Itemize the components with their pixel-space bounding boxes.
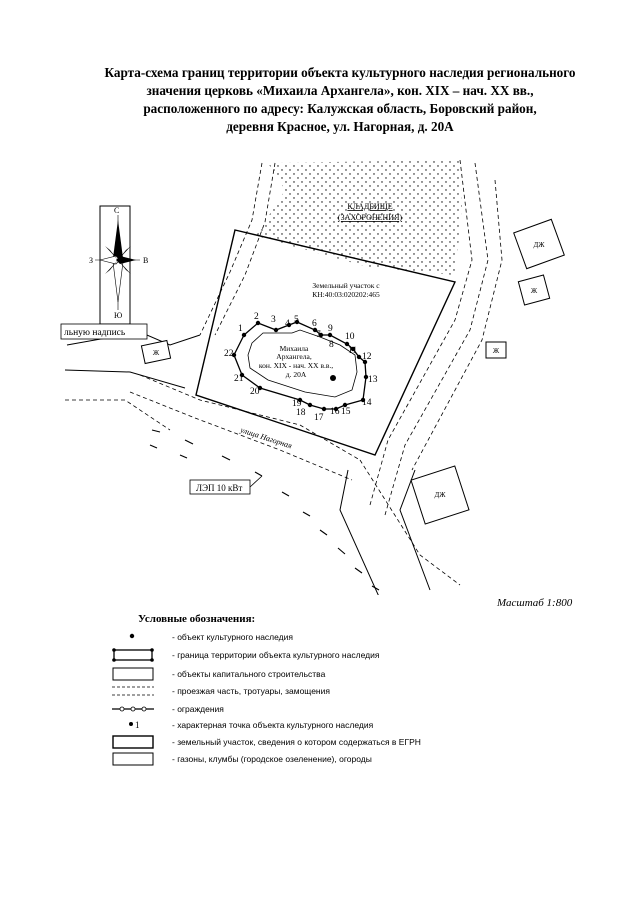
buildings [99, 205, 565, 525]
land-parcel [195, 229, 456, 456]
point-number: 7 [316, 330, 321, 340]
legend-text: - газоны, клумбы (городское озеленение),… [172, 754, 372, 764]
legend-row: - газоны, клумбы (городское озеленение),… [112, 752, 632, 768]
point-number: 9 [328, 324, 333, 334]
title-line: значения церковь «Михаила Архангела», ко… [146, 83, 534, 98]
fence-symbol [112, 706, 154, 712]
building-dzh [410, 465, 470, 525]
cemetery-label: (ЗАХОРОНЕНИЯ) [338, 213, 402, 222]
legend-text: - проезжая часть, тротуары, замощения [172, 686, 330, 696]
roads [65, 159, 503, 586]
building-label: Ж [153, 349, 160, 357]
point-number: 3 [271, 315, 276, 325]
legend-text: - ограждения [172, 704, 224, 714]
church-label: Михаила [280, 344, 309, 353]
legend-row: 1 - характерная точка объекта культурног… [112, 718, 632, 734]
point-number: 8 [329, 340, 334, 350]
street-label: улица Нагорная [238, 425, 293, 450]
church-building [247, 329, 358, 398]
church-label: Архангела, [276, 352, 312, 361]
compass-north-label: С [114, 206, 119, 215]
building-label: Ж [531, 287, 538, 295]
point-number: 16 [330, 407, 340, 417]
building-dzh [513, 218, 565, 270]
legend-title: Условные обозначения: [138, 613, 256, 625]
legend-text: - граница территории объекта культурного… [172, 650, 380, 660]
heritage-boundary-symbol [112, 648, 154, 662]
heritage-boundary-points [231, 319, 369, 412]
point-number: 2 [254, 312, 259, 322]
legend-row: - проезжая часть, тротуары, замощения [112, 684, 632, 700]
point-number: 22 [224, 349, 234, 359]
legend-row: - земельный участок, сведения о котором … [112, 735, 632, 751]
point-number: 21 [234, 374, 244, 384]
roadway-symbol [112, 686, 154, 696]
cut-label: льную надпись [64, 328, 126, 338]
point-number: 20 [250, 387, 260, 397]
legend-text: - объекты капитального строительства [172, 669, 326, 679]
legend-row: - граница территории объекта культурного… [112, 648, 632, 664]
point-number: 18 [296, 408, 306, 418]
legend-text: - земельный участок, сведения о котором … [172, 737, 421, 747]
title-line: расположенного по адресу: Калужская обла… [143, 101, 537, 116]
scale-label: Масштаб 1:800 [497, 597, 573, 609]
building-labels: ДЖ Ж Ж Ж ДЖ [153, 241, 545, 499]
point-number: 13 [368, 375, 378, 385]
title-line: деревня Красное, ул. Нагорная, д. 20А [226, 119, 454, 134]
legend-row: - объект культурного наследия [112, 630, 632, 646]
power-line-ticks [149, 429, 380, 591]
legend-text: - характерная точка объекта культурного … [172, 720, 374, 730]
power-line-leader [249, 475, 263, 488]
cemetery-label: КЛАДБИЩЕ [347, 202, 392, 211]
point-number: 14 [362, 398, 372, 408]
parcel-label: КН:40:03:020202:465 [312, 290, 380, 299]
church-label: д. 20А [286, 370, 307, 379]
point-number: 4 [285, 319, 290, 329]
building-label: ДЖ [434, 491, 446, 499]
building-zh [140, 339, 172, 365]
building-label: Ж [493, 347, 500, 355]
legend-row: - объекты капитального строительства [112, 667, 632, 683]
cemetery-area [256, 160, 462, 275]
heritage-object-symbol [129, 633, 135, 639]
land-parcel-symbol [112, 735, 154, 749]
compass-south-label: Ю [114, 311, 122, 320]
building-zh [517, 274, 551, 306]
point-number: 12 [362, 352, 372, 362]
compass-rose [95, 215, 140, 310]
capital-building-symbol [112, 667, 154, 681]
characteristic-point-symbol-text: 1 [135, 720, 140, 730]
point-number: 1 [238, 324, 243, 334]
point-number: 11 [348, 346, 357, 356]
heritage-object-marker [330, 375, 336, 381]
green-area-symbol [112, 752, 154, 766]
characteristic-point-symbol: 1 [129, 720, 140, 730]
legend-row: - ограждения [112, 702, 632, 718]
building-label: ДЖ [533, 241, 545, 249]
road-edges [64, 331, 431, 595]
point-number: 15 [341, 407, 351, 417]
power-line-label: ЛЭП 10 кВт [196, 483, 242, 493]
point-number: 19 [292, 399, 302, 409]
point-numbers: 1 2 3 4 5 6 7 8 9 10 11 12 13 14 15 16 1… [224, 312, 378, 423]
map-title: Карта-схема границ территории объекта ку… [40, 64, 639, 136]
point-number: 5 [294, 315, 299, 325]
cut-label-box [60, 323, 148, 340]
point-number: 6 [312, 319, 317, 329]
parcel-label: Земельный участок с [312, 281, 380, 290]
building-zh [485, 341, 507, 359]
site-map: КЛАДБИЩЕ (ЗАХОРОНЕНИЯ) Земельный участок… [60, 159, 565, 595]
church-label: кон. XIX - нач. XX в.в., [259, 361, 333, 370]
compass-east-label: В [143, 256, 148, 265]
compass-west-label: З [89, 256, 93, 265]
point-number: 10 [345, 332, 355, 342]
title-line: Карта-схема границ территории объекта ку… [104, 65, 576, 80]
legend-text: - объект культурного наследия [172, 632, 293, 642]
point-number: 17 [314, 413, 324, 423]
